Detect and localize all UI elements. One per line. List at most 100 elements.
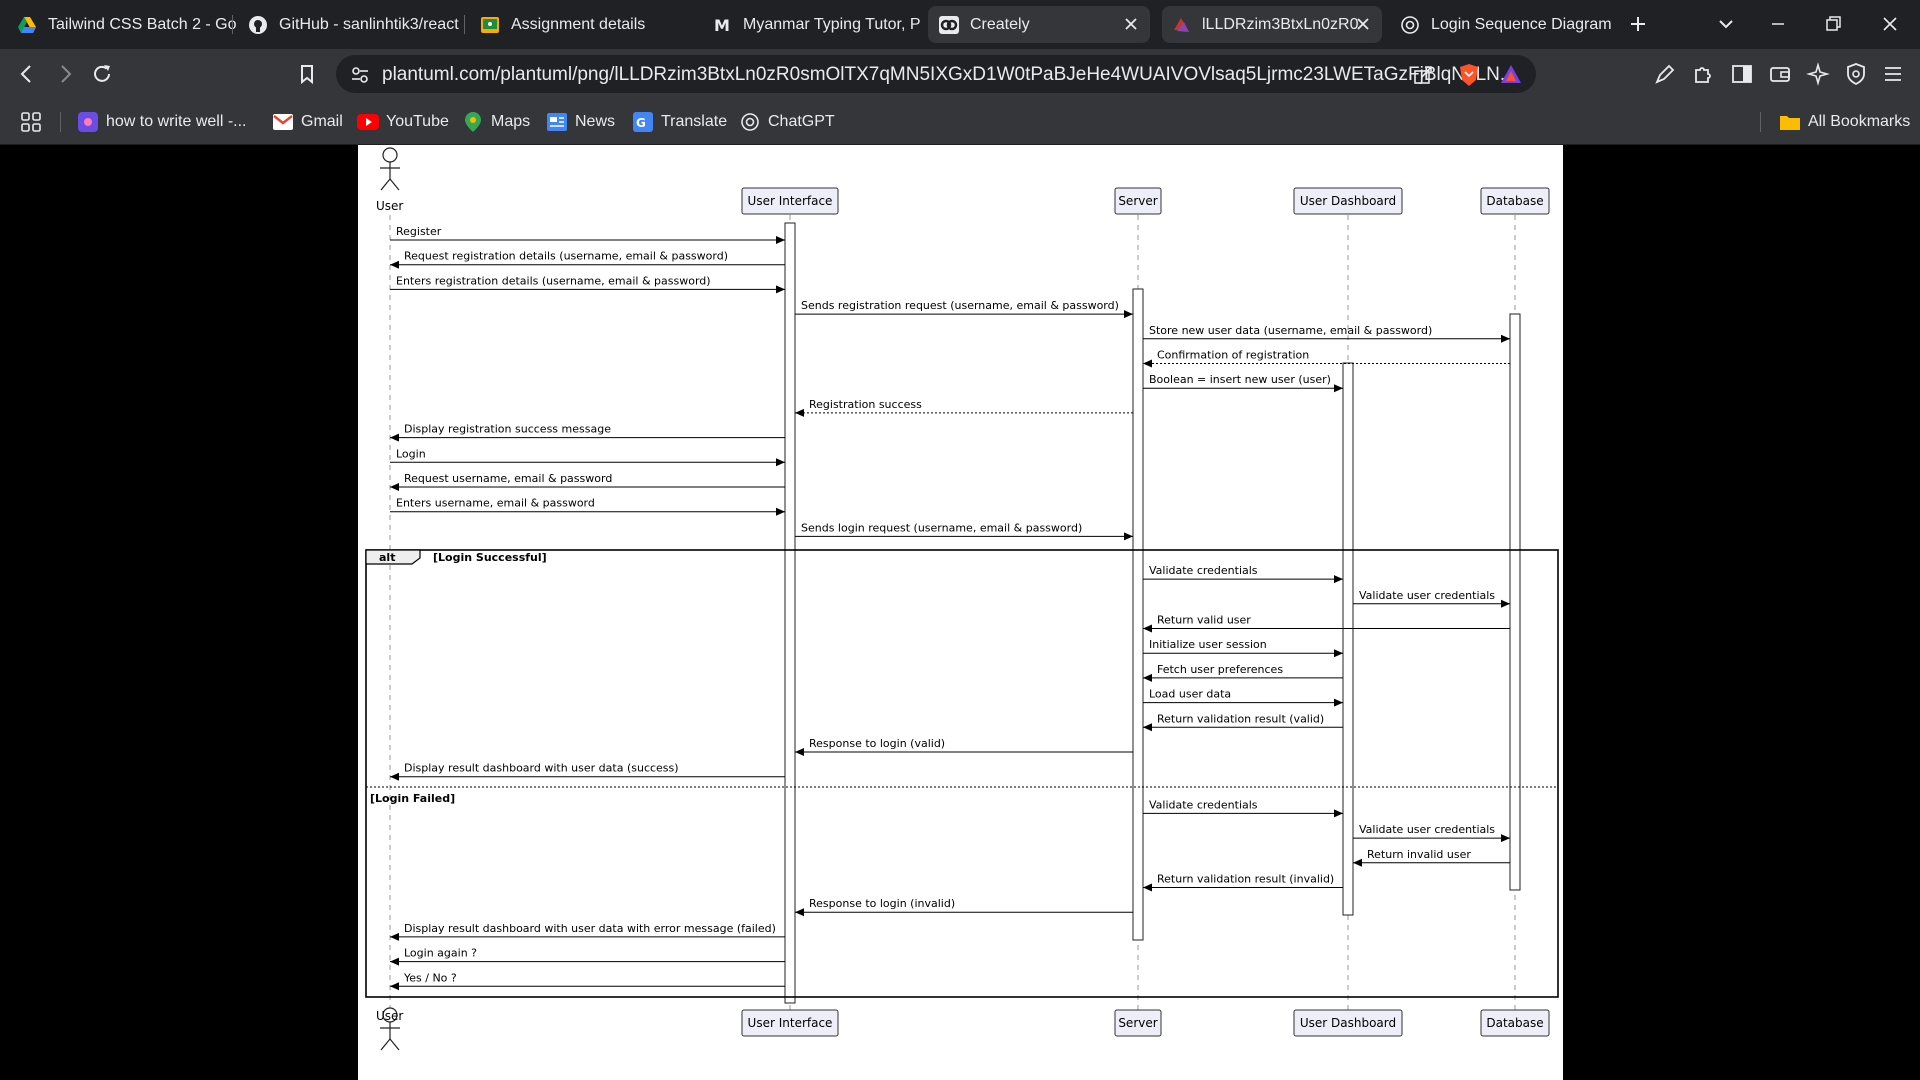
brave-shields-icon[interactable]	[1458, 63, 1480, 92]
tab-plantuml-active[interactable]: lLLDRzim3BtxLn0zR0	[1162, 6, 1382, 43]
arrow-head	[390, 932, 399, 941]
close-tab-icon[interactable]	[1122, 15, 1140, 33]
bookmark-maps[interactable]: Maps	[463, 110, 530, 134]
leo-ai-icon[interactable]	[1805, 61, 1831, 87]
tab-title: Assignment details	[511, 15, 646, 33]
actor-leg	[380, 1038, 391, 1051]
google-drive-icon	[18, 16, 36, 34]
arrow-head	[776, 285, 785, 294]
arrow-head	[1124, 310, 1133, 319]
participant-label: Server	[1118, 1016, 1157, 1030]
arrow-head	[390, 260, 399, 269]
bookmark-gmail[interactable]: Gmail	[273, 110, 343, 134]
wallet-icon[interactable]	[1767, 61, 1793, 87]
participant-box	[1114, 187, 1162, 215]
participant-label: User Dashboard	[1300, 1016, 1396, 1030]
bookmark-chatgpt[interactable]: ChatGPT	[740, 110, 835, 134]
reload-icon[interactable]	[89, 61, 115, 87]
arrow-head	[776, 236, 785, 244]
message-label: Registration success	[809, 398, 922, 411]
restore-icon[interactable]	[1821, 12, 1845, 36]
vpn-shield-icon[interactable]	[1843, 61, 1869, 87]
bookmark-translate[interactable]: G Translate	[633, 110, 727, 134]
gmail-icon	[273, 112, 293, 132]
tab-search-chevron-icon[interactable]	[1714, 12, 1738, 36]
close-tab-icon[interactable]	[1354, 15, 1372, 33]
tab-title: lLLDRzim3BtxLn0zR0	[1202, 15, 1359, 33]
arrow-head	[1353, 858, 1362, 867]
extensions-icon[interactable]	[1690, 61, 1716, 87]
forward-arrow-icon[interactable]	[52, 61, 78, 87]
alt-label: alt	[379, 551, 395, 564]
message-label: Validate user credentials	[1359, 823, 1495, 836]
arrow-head	[1501, 599, 1510, 608]
brave-rewards-icon[interactable]	[1500, 64, 1522, 89]
message-label: Validate credentials	[1149, 564, 1258, 577]
bookmark-label: how to write well -...	[106, 113, 247, 130]
tab-login-sequence[interactable]: Login Sequence Diagram	[1401, 6, 1621, 43]
creately-icon	[939, 15, 959, 34]
tab-creately[interactable]: Creately	[928, 6, 1150, 43]
url-text[interactable]: plantuml.com/plantuml/png/lLLDRzim3BtxLn…	[382, 64, 1516, 85]
participant-box	[1293, 187, 1403, 215]
bookmark-how-to-write[interactable]: how to write well -...	[78, 110, 246, 134]
message-label: Validate credentials	[1149, 798, 1258, 811]
message-label: Response to login (invalid)	[809, 897, 955, 910]
bookmark-label: Gmail	[301, 113, 343, 130]
all-bookmarks-button[interactable]: All Bookmarks	[1780, 110, 1910, 134]
message-label: Register	[396, 225, 442, 238]
participant-box-bottom	[1293, 1009, 1403, 1037]
bookmarks-bar: how to write well -... Gmail YouTube Map…	[0, 99, 1920, 145]
message-label: Initialize user session	[1149, 638, 1267, 651]
minimize-icon[interactable]	[1766, 12, 1790, 36]
message-label: Return invalid user	[1367, 848, 1471, 861]
address-bar[interactable]: plantuml.com/plantuml/png/lLLDRzim3BtxLn…	[336, 55, 1536, 93]
arrow-head	[1334, 809, 1343, 818]
bookmark-label: Translate	[661, 113, 728, 130]
bookmark-youtube[interactable]: YouTube	[357, 110, 449, 134]
tab-github[interactable]: GitHub - sanlinhtik3/react	[249, 6, 459, 43]
arrow-head	[795, 408, 804, 417]
message-label: Display registration success message	[404, 423, 611, 436]
bookmark-app-icon	[78, 112, 98, 132]
activation-bar	[1342, 362, 1354, 916]
arrow-head	[1143, 723, 1152, 732]
plantuml-icon	[1172, 16, 1190, 34]
sidebar-icon[interactable]	[1729, 61, 1755, 87]
message-label: Return validation result (invalid)	[1157, 873, 1334, 886]
participant-box	[741, 187, 839, 215]
pen-icon[interactable]	[1652, 61, 1678, 87]
close-window-icon[interactable]	[1878, 12, 1902, 36]
tab-title: Myanmar Typing Tutor, P	[743, 15, 921, 33]
folder-icon	[1780, 112, 1800, 132]
share-icon[interactable]	[1412, 64, 1434, 91]
site-settings-icon[interactable]	[350, 65, 370, 90]
back-arrow-icon[interactable]	[14, 61, 40, 87]
message-label: Response to login (valid)	[809, 737, 945, 750]
tab-divider	[464, 15, 465, 34]
message-label: Display result dashboard with user data …	[404, 922, 776, 935]
tab-title: Login Sequence Diagram	[1431, 15, 1612, 33]
participant-box	[1480, 187, 1550, 215]
tab-tailwind[interactable]: Tailwind CSS Batch 2 - Go	[18, 6, 237, 43]
tab-assignment[interactable]: Assignment details	[481, 6, 681, 43]
bookmark-page-icon[interactable]	[294, 61, 320, 87]
arrow-head	[1143, 624, 1152, 633]
participant-label: User	[376, 1009, 403, 1023]
menu-icon[interactable]	[1880, 61, 1906, 87]
arrow-head	[795, 908, 804, 917]
actor-leg	[389, 178, 400, 191]
arrow-head	[1501, 834, 1510, 843]
actor-leg	[380, 178, 391, 191]
apps-grid-icon[interactable]	[20, 110, 42, 134]
message-label: Validate user credentials	[1359, 589, 1495, 602]
translate-icon: G	[633, 112, 653, 132]
bookmark-news[interactable]: News	[547, 110, 615, 134]
new-tab-icon[interactable]	[1626, 12, 1650, 36]
message-label: Return validation result (valid)	[1157, 712, 1324, 725]
message-label: Return valid user	[1157, 614, 1251, 627]
tab-myanmar-typing[interactable]: M Myanmar Typing Tutor, P	[713, 6, 921, 43]
google-classroom-icon	[481, 16, 499, 34]
bookmark-label: News	[575, 113, 616, 130]
